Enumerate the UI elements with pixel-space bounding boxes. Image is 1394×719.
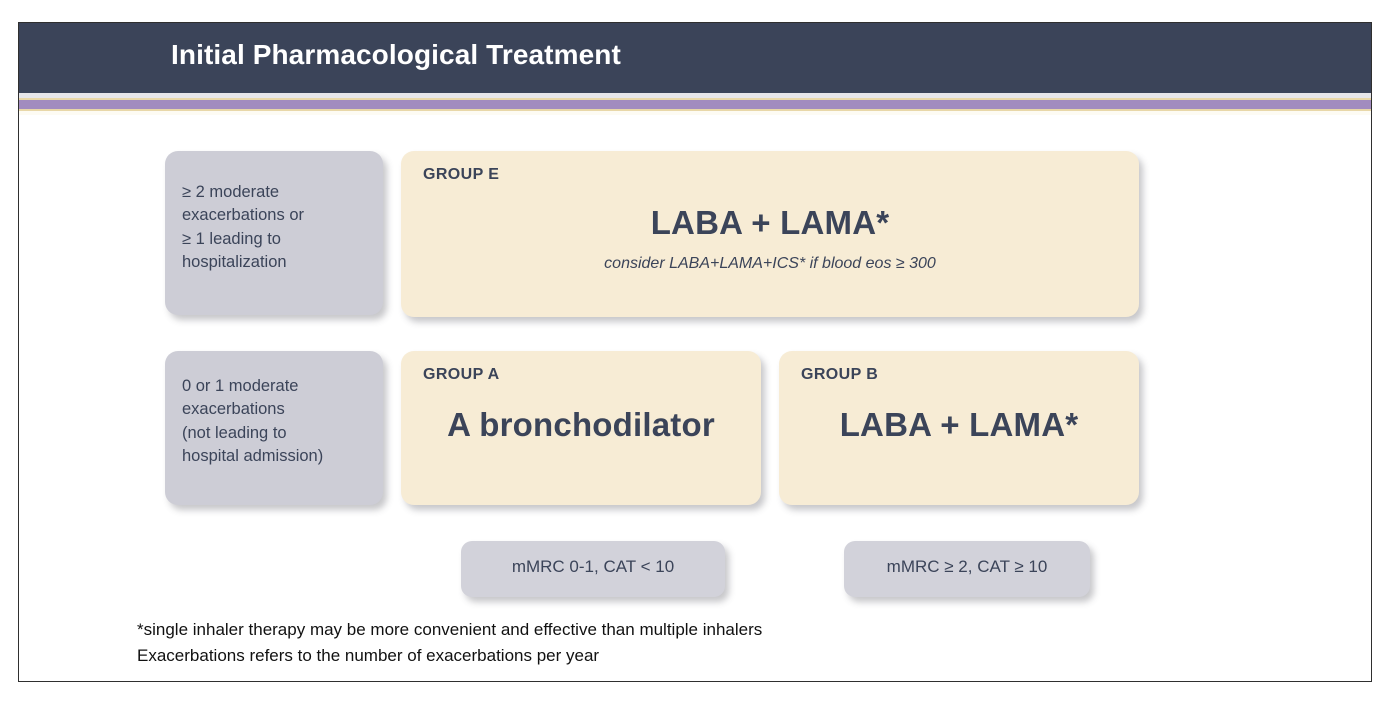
criteria-line: hospital admission) bbox=[182, 447, 324, 466]
footnote-line: *single inhaler therapy may be more conv… bbox=[137, 620, 763, 639]
criteria-text-high-risk: ≥ 2 moderate exacerbations or ≥ 1 leadin… bbox=[182, 181, 373, 275]
header-divider-tan-top bbox=[19, 98, 1371, 100]
footnotes: *single inhaler therapy may be more conv… bbox=[137, 617, 762, 669]
criteria-text-low-risk: 0 or 1 moderate exacerbations (not leadi… bbox=[182, 375, 373, 469]
header-divider-cream bbox=[19, 111, 1371, 115]
group-b-scale-pill: mMRC ≥ 2, CAT ≥ 10 bbox=[844, 541, 1090, 597]
criteria-line: 0 or 1 moderate bbox=[182, 377, 299, 395]
group-e-treatment: LABA + LAMA* bbox=[650, 204, 890, 241]
header-divider-gap bbox=[19, 93, 1371, 98]
group-a-treatment: A bronchodilator bbox=[447, 406, 715, 443]
group-b-box: GROUP B LABA + LAMA* bbox=[779, 351, 1139, 505]
header-divider-tan-bottom bbox=[19, 109, 1371, 111]
criteria-line: (not leading to bbox=[182, 423, 287, 442]
group-b-treatment: LABA + LAMA* bbox=[839, 406, 1079, 443]
criteria-box-low-risk: 0 or 1 moderate exacerbations (not leadi… bbox=[165, 351, 383, 505]
group-a-label: GROUP A bbox=[423, 366, 500, 383]
group-e-box: GROUP E LABA + LAMA* consider LABA+LAMA+… bbox=[401, 151, 1139, 317]
criteria-line: exacerbations or bbox=[182, 206, 304, 225]
slide-header-bar bbox=[19, 23, 1371, 93]
criteria-line: ≥ 2 moderate bbox=[182, 183, 280, 201]
group-b-scale-text: mMRC ≥ 2, CAT ≥ 10 bbox=[886, 557, 1048, 576]
criteria-line: exacerbations bbox=[182, 400, 285, 419]
criteria-line: ≥ 1 leading to bbox=[182, 229, 281, 248]
group-e-label: GROUP E bbox=[423, 166, 500, 183]
criteria-line: hospitalization bbox=[182, 253, 287, 272]
slide-frame: Initial Pharmacological Treatment ≥ 2 mo… bbox=[18, 22, 1372, 682]
group-e-note: consider LABA+LAMA+ICS* if blood eos ≥ 3… bbox=[604, 255, 936, 272]
group-b-label: GROUP B bbox=[801, 366, 879, 383]
criteria-box-high-risk: ≥ 2 moderate exacerbations or ≥ 1 leadin… bbox=[165, 151, 383, 315]
header-divider-purple bbox=[19, 100, 1371, 109]
footnote-line: Exacerbations refers to the number of ex… bbox=[137, 645, 600, 665]
group-a-box: GROUP A A bronchodilator bbox=[401, 351, 761, 505]
group-a-scale-text: mMRC 0-1, CAT < 10 bbox=[511, 557, 675, 576]
page-title: Initial Pharmacological Treatment bbox=[171, 39, 621, 70]
group-a-scale-pill: mMRC 0-1, CAT < 10 bbox=[461, 541, 725, 597]
